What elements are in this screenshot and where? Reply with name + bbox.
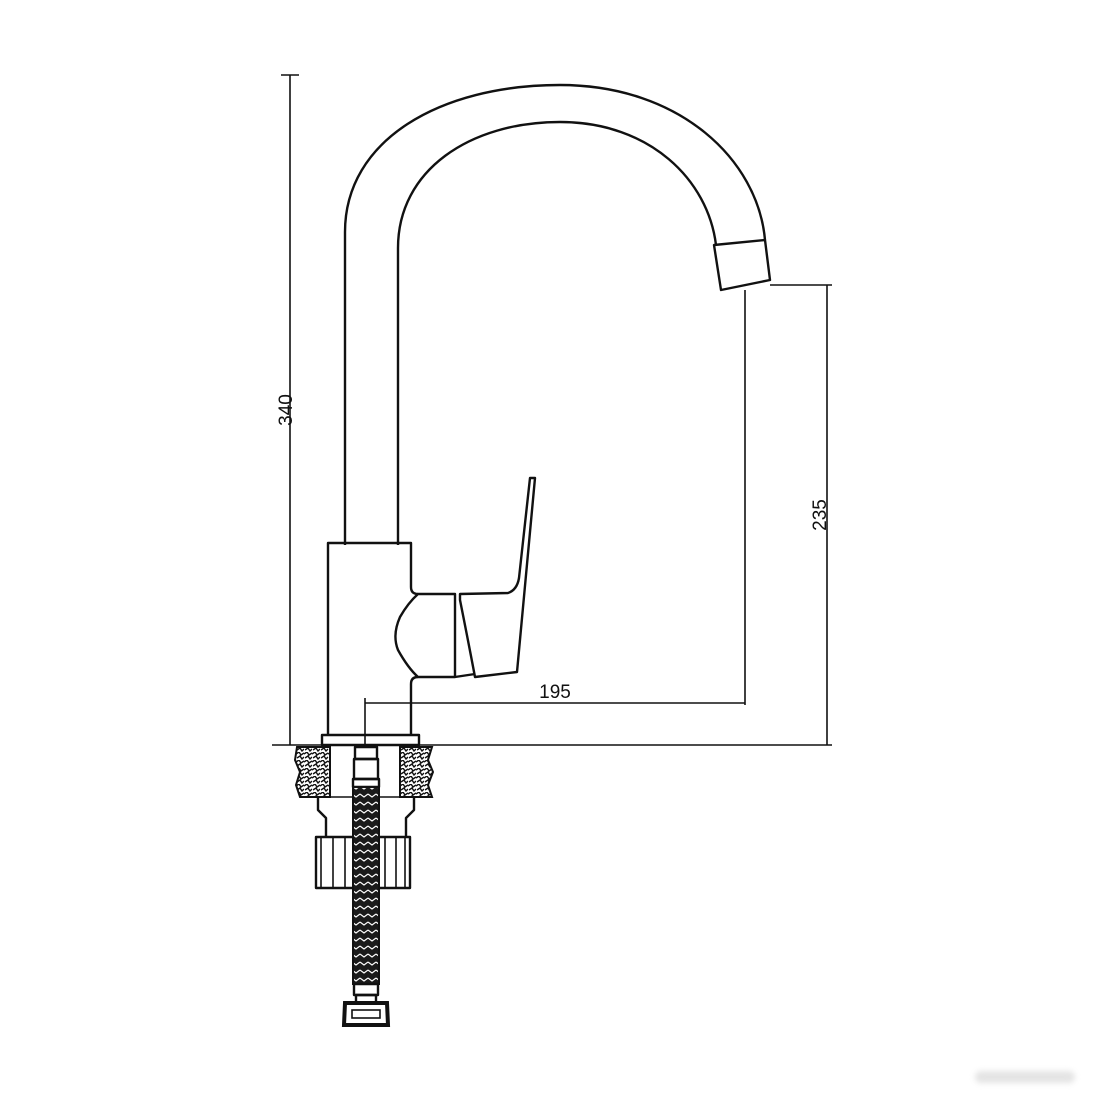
dimension-label-340: 340 bbox=[276, 394, 297, 426]
countertop-left bbox=[293, 746, 331, 798]
base-plate bbox=[320, 733, 421, 747]
aerator-nozzle bbox=[712, 238, 772, 292]
dimension-label-235: 235 bbox=[810, 499, 831, 531]
watermark bbox=[975, 1071, 1075, 1083]
hose-end-nut bbox=[341, 1001, 391, 1027]
dimension-label-195: 195 bbox=[539, 682, 571, 703]
flexible-hose bbox=[341, 745, 391, 1027]
countertop-right bbox=[399, 746, 435, 798]
dimension-235: 235 bbox=[770, 284, 832, 745]
spout bbox=[343, 83, 772, 545]
cartridge-housing bbox=[394, 592, 457, 679]
mounting-shank bbox=[316, 797, 416, 837]
faucet-body bbox=[326, 541, 419, 735]
dimension-340: 340 bbox=[276, 74, 299, 745]
dimension-195: 195 bbox=[364, 290, 746, 745]
lever-handle bbox=[458, 476, 537, 679]
